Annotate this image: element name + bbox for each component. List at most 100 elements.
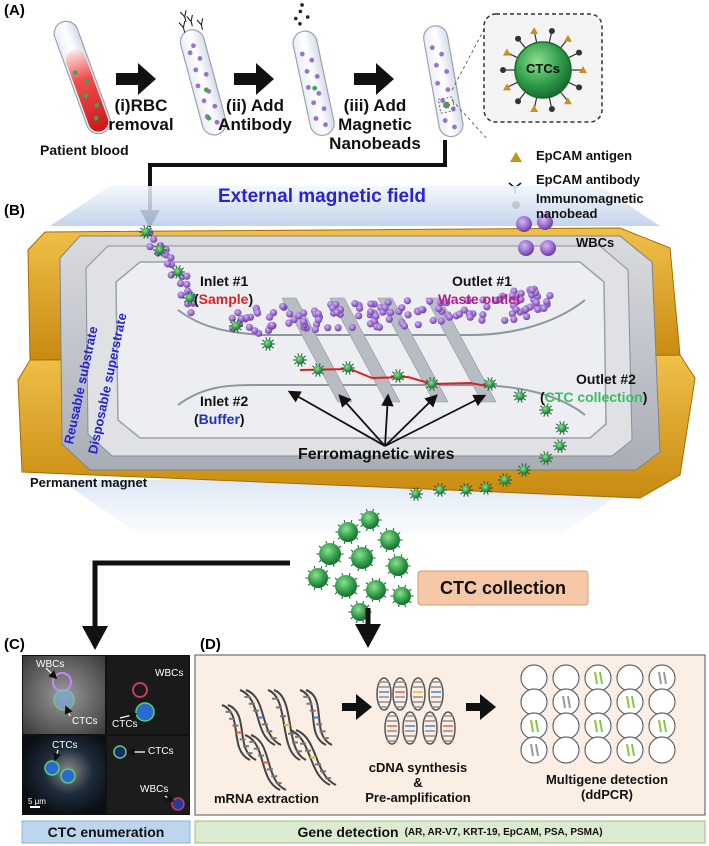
ctc-spike [337, 524, 341, 527]
ctc-spike [303, 362, 306, 365]
wbc-particle [478, 316, 486, 324]
ctc-spike [355, 620, 358, 624]
ctc-spike [521, 463, 524, 466]
antigen-marker [530, 104, 539, 112]
ctc-cell [513, 389, 527, 403]
ctc-spike [193, 300, 196, 303]
antigen-marker [563, 97, 572, 105]
ddpcr-droplet [520, 736, 548, 764]
wbc-particle [501, 316, 509, 325]
ctc-cell [391, 369, 405, 383]
ctc-cell [517, 463, 531, 477]
channel-bottom-edge [177, 384, 586, 416]
ctc-spike [562, 421, 565, 424]
cdna-molecule [384, 711, 400, 745]
wbc-particle [455, 310, 464, 318]
ctc-spike [360, 524, 364, 528]
ctc-spike [443, 492, 446, 495]
ctc-spike [149, 227, 152, 230]
ctc-cell [341, 361, 355, 375]
panel-b-letter: (B) [4, 202, 25, 219]
ctc-spike [338, 545, 342, 548]
ctc-body [388, 556, 408, 576]
ctc-outlet-text: CTC collection [544, 389, 643, 405]
gene-detection-sub: (AR, AR-V7, KRT-19, EpCAM, PSA, PSMA) [404, 826, 603, 838]
ctc-spike [549, 453, 552, 456]
ctc-spike [297, 353, 300, 356]
ctc-spike [546, 462, 549, 465]
ddpcr-droplet [584, 736, 612, 764]
ctc-body [343, 363, 353, 373]
ctc-cell [153, 243, 167, 257]
ctc-body [500, 475, 510, 485]
ctc-spike [372, 508, 375, 512]
ctc-spike [193, 293, 196, 296]
ctc-outlet-label: (CTC collection) [540, 389, 648, 405]
step3-line1: (iii) Add [343, 96, 407, 115]
ctc-spike [175, 265, 178, 268]
ctc-spike [332, 564, 335, 567]
ctc-spike [163, 252, 166, 255]
ctc-spike [432, 377, 435, 380]
ctc-spike [236, 319, 239, 322]
ctc-body [173, 267, 183, 277]
wbc-particle [367, 300, 375, 308]
ctc-cell [377, 527, 403, 553]
ctc-spike [325, 570, 329, 573]
ctc-spike [493, 386, 496, 389]
ctc-spike [523, 398, 526, 401]
arrow-step3 [354, 63, 394, 95]
legend-antigen: EpCAM antigen [536, 148, 633, 163]
nanobead-marker [548, 28, 555, 35]
ctc-spike [493, 379, 496, 382]
ctc-spike [514, 391, 517, 394]
cdna-label: cDNA synthesis & Pre-amplification [358, 760, 478, 805]
ddpcr-droplet [648, 712, 676, 740]
panel-d [194, 654, 706, 844]
ctc-spike [163, 245, 166, 248]
wire-2 [329, 297, 401, 403]
ctc-spike [410, 489, 413, 492]
ddpcr-droplet [520, 664, 548, 692]
ctc-spike [463, 494, 466, 497]
wbc-particle [146, 243, 154, 251]
ctc-spike [379, 545, 383, 548]
ctc-spike [554, 448, 557, 451]
ctc-spike [540, 453, 543, 456]
ctc-cell [183, 291, 197, 305]
ctc-spike [271, 346, 274, 349]
ctc-spike [190, 291, 193, 294]
ctc-spike [303, 355, 306, 358]
wbc-particle [532, 298, 540, 307]
ddpcr-droplet [552, 736, 580, 764]
antigen-marker [579, 66, 587, 73]
ctc-body [141, 227, 151, 237]
ctc-spike [332, 541, 335, 544]
ctc-spike [543, 414, 546, 417]
ddpcr-droplet [616, 688, 644, 716]
ctc-spike [233, 319, 236, 322]
ctc-spike [383, 595, 387, 598]
ctc-cell [498, 473, 512, 487]
wire-4 [425, 297, 497, 403]
ctc-spike [520, 400, 523, 403]
wbc-particle [286, 310, 294, 318]
mrna-strands [221, 689, 337, 791]
ctc-spike [350, 564, 354, 567]
wbc-particle [176, 279, 185, 288]
droplet-signal [535, 743, 539, 757]
ctc-spike [355, 537, 359, 540]
droplet-signal [631, 743, 635, 757]
gene-detection-main: Gene detection [297, 824, 399, 840]
ctc-spike [348, 372, 351, 375]
ctc-spike [230, 328, 233, 331]
ctc-spike [140, 227, 143, 230]
ctc-spike [175, 276, 178, 279]
antigen-marker [502, 48, 511, 56]
ctc-spike [233, 330, 236, 333]
ctc-spike [376, 512, 380, 516]
antibody-spike [506, 81, 519, 88]
ctc-zoom-cell [500, 27, 587, 112]
ctc-spike [392, 549, 395, 553]
